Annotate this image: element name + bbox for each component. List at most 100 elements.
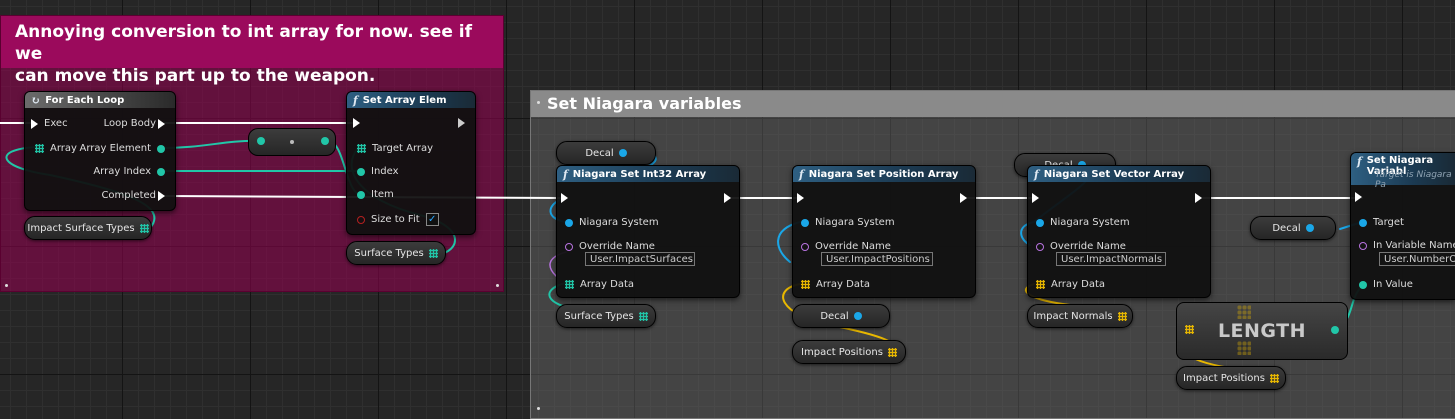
name-pin-icon[interactable] (801, 242, 809, 251)
impact-positions-getter[interactable]: Impact Positions (792, 340, 906, 364)
int-pin-icon[interactable] (257, 137, 265, 145)
array-pin-icon[interactable] (139, 223, 149, 233)
impact-surface-types-getter[interactable]: Impact Surface Types (24, 216, 152, 240)
set-array-elem-node[interactable]: f Set Array Elem Target Array Index Item… (346, 91, 476, 235)
override-name-input[interactable]: User.ImpactSurfaces (585, 252, 695, 266)
node-header[interactable]: f Niagara Set Vector Array (1028, 166, 1210, 182)
array-element-pin-row[interactable]: Array Element (79, 143, 171, 154)
node-header[interactable]: f Set Array Elem (347, 92, 475, 108)
object-pin-icon[interactable] (618, 149, 627, 157)
niagara-set-int32-array-node[interactable]: f Niagara Set Int32 Array Niagara System… (556, 165, 740, 298)
int-pin-icon[interactable] (157, 167, 165, 176)
array-pin-icon[interactable] (638, 311, 648, 321)
bool-pin-icon[interactable] (357, 215, 365, 224)
exec-pin-icon[interactable] (31, 118, 38, 129)
array-data-pin-row[interactable]: Array Data (559, 279, 634, 290)
override-name-input[interactable]: User.ImpactNormals (1056, 252, 1166, 266)
int-pin-icon[interactable] (321, 137, 329, 145)
set-niagara-variable-node[interactable]: f Set Niagara Variabl Target is Niagara … (1350, 152, 1455, 300)
exec-pin-icon[interactable] (1355, 192, 1362, 202)
exec-pin-icon[interactable] (158, 118, 165, 129)
array-pin-icon[interactable] (428, 248, 438, 258)
size-to-fit-checkbox[interactable]: ✓ (425, 213, 439, 226)
decal-getter[interactable]: Decal (792, 304, 890, 328)
exec-in-pin-row[interactable] (559, 193, 574, 203)
exec-out-pin-row[interactable] (722, 193, 737, 203)
in-variable-name-pin-row[interactable]: In Variable Name (1353, 240, 1455, 251)
exec-pin-icon[interactable] (960, 193, 967, 203)
comment-resize-handle[interactable] (496, 284, 499, 287)
size-to-fit-pin-row[interactable]: Size to Fit ✓ (351, 213, 439, 226)
object-pin-icon[interactable] (801, 218, 809, 227)
array-pin-icon[interactable] (357, 144, 366, 153)
exec-pin-icon[interactable] (1032, 193, 1039, 203)
object-pin-icon[interactable] (1305, 224, 1314, 232)
override-name-pin-row[interactable]: Override Name (559, 241, 655, 252)
reroute-node[interactable] (248, 128, 336, 156)
node-header[interactable]: f Set Niagara Variabl (1351, 153, 1455, 185)
array-pin-icon[interactable] (1185, 325, 1194, 334)
decal-getter[interactable]: Decal (556, 141, 656, 165)
array-pin-icon[interactable] (35, 144, 44, 153)
item-pin-row[interactable]: Item (351, 189, 394, 200)
int-pin-icon[interactable] (1331, 326, 1339, 334)
exec-in-pin-row[interactable] (1353, 192, 1368, 202)
impact-positions-getter[interactable]: Impact Positions (1176, 366, 1286, 390)
array-pin-icon[interactable] (1117, 311, 1127, 321)
array-pin-icon[interactable] (565, 280, 574, 289)
target-array-pin-row[interactable]: Target Array (351, 143, 433, 154)
override-name-pin-row[interactable]: Override Name (1030, 241, 1126, 252)
array-pin-icon[interactable] (887, 347, 897, 357)
array-pin-icon[interactable] (1036, 280, 1045, 289)
name-pin-icon[interactable] (1359, 241, 1367, 250)
node-header[interactable]: f Niagara Set Position Array (793, 166, 975, 182)
name-pin-icon[interactable] (565, 242, 573, 251)
exec-pin-icon[interactable] (158, 190, 165, 201)
array-pin-icon[interactable] (801, 280, 810, 289)
niagara-system-pin-row[interactable]: Niagara System (795, 217, 895, 228)
comment-title[interactable]: Set Niagara variables (531, 91, 1455, 117)
loop-body-pin-row[interactable]: Loop Body (104, 118, 171, 129)
impact-normals-getter[interactable]: Impact Normals (1027, 304, 1133, 328)
int-pin-icon[interactable] (157, 144, 165, 153)
override-name-input[interactable]: User.ImpactPositions (821, 252, 933, 266)
object-pin-icon[interactable] (853, 312, 862, 320)
exec-in-pin-row[interactable] (1030, 193, 1045, 203)
node-header[interactable]: ↻ For Each Loop (25, 92, 175, 108)
decal-getter[interactable]: Decal (1250, 216, 1336, 240)
niagara-set-position-array-node[interactable]: f Niagara Set Position Array Niagara Sys… (792, 165, 976, 298)
node-header[interactable]: f Niagara Set Int32 Array (557, 166, 739, 182)
exec-pin-icon[interactable] (1195, 193, 1202, 203)
surface-types-getter[interactable]: Surface Types (556, 304, 656, 328)
override-name-pin-row[interactable]: Override Name (795, 241, 891, 252)
array-index-pin-row[interactable]: Array Index (93, 166, 171, 177)
niagara-set-vector-array-node[interactable]: f Niagara Set Vector Array Niagara Syste… (1027, 165, 1211, 298)
exec-out-pin-row[interactable] (456, 118, 471, 128)
niagara-system-pin-row[interactable]: Niagara System (559, 217, 659, 228)
array-data-pin-row[interactable]: Array Data (1030, 279, 1105, 290)
niagara-system-pin-row[interactable]: Niagara System (1030, 217, 1130, 228)
completed-pin-row[interactable]: Completed (101, 190, 171, 201)
exec-out-pin-row[interactable] (1193, 193, 1208, 203)
exec-in-pin-row[interactable] (351, 118, 366, 128)
for-each-loop-node[interactable]: ↻ For Each Loop Exec Array Loop Body Arr… (24, 91, 176, 211)
array-data-pin-row[interactable]: Array Data (795, 279, 870, 290)
array-pin-icon[interactable] (1269, 373, 1279, 383)
object-pin-icon[interactable] (565, 218, 573, 227)
object-pin-icon[interactable] (1359, 218, 1367, 227)
exec-pin-icon[interactable] (458, 118, 465, 128)
exec-pin-icon[interactable] (561, 193, 568, 203)
int-pin-icon[interactable] (357, 190, 365, 199)
exec-in-pin-row[interactable]: Exec (29, 118, 68, 129)
int-pin-icon[interactable] (357, 167, 365, 176)
in-variable-name-input[interactable]: User.NumberOf (1379, 252, 1455, 266)
in-value-pin-row[interactable]: In Value (1353, 279, 1413, 290)
object-pin-icon[interactable] (1036, 218, 1044, 227)
exec-in-pin-row[interactable] (795, 193, 810, 203)
int-pin-icon[interactable] (1359, 280, 1367, 289)
array-in-pin-row[interactable]: Array (29, 143, 77, 154)
target-pin-row[interactable]: Target (1353, 217, 1404, 228)
exec-pin-icon[interactable] (797, 193, 804, 203)
name-pin-icon[interactable] (1036, 242, 1044, 251)
comment-title[interactable]: Annoying conversion to int array for now… (1, 16, 503, 86)
